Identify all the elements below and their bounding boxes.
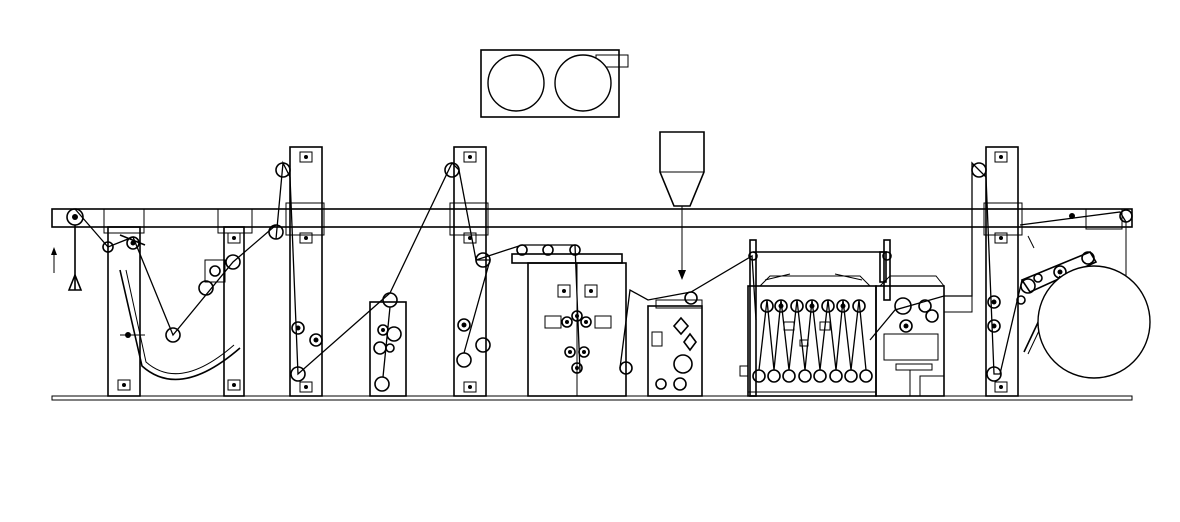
twin-drum-dryer <box>480 49 629 118</box>
accumulator-tower-1 <box>268 146 323 397</box>
overhead-beam <box>51 202 1133 236</box>
coating-unit <box>647 291 703 397</box>
accumulator-tower-3 <box>971 146 1019 397</box>
web-path <box>74 160 1127 378</box>
roller-drive-cabinet <box>511 244 633 397</box>
multi-roll-treatment-bath <box>739 239 892 397</box>
feed-hopper <box>659 131 705 280</box>
winding-roll <box>1037 265 1151 379</box>
dancer-unit <box>369 292 407 397</box>
press-unit <box>875 251 973 397</box>
unwind-station <box>51 208 245 397</box>
accumulator-tower-2 <box>444 146 491 397</box>
